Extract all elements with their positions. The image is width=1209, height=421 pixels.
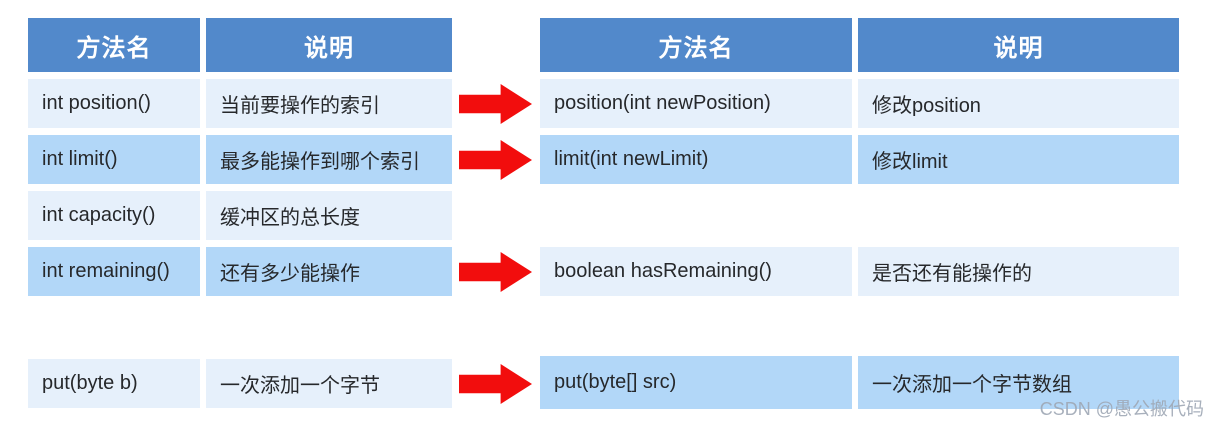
right-desc-cell-hasremaining: 是否还有能操作的: [858, 247, 1179, 296]
left-desc-cell-capacity: 缓冲区的总长度: [206, 191, 452, 240]
left-method-cell-remaining: int remaining(): [28, 247, 200, 296]
right-arrow-icon: [459, 140, 532, 180]
left-table-header-desc: 说明: [206, 18, 452, 72]
left-table-header-method: 方法名: [28, 18, 200, 72]
right-desc-cell-position: 修改position: [858, 79, 1179, 128]
left-method-cell-capacity: int capacity(): [28, 191, 200, 240]
right-method-cell-put: put(byte[] src): [540, 356, 852, 409]
csdn-watermark: CSDN @愚公搬代码: [1039, 399, 1204, 419]
left-method-cell-put: put(byte b): [28, 359, 200, 408]
right-table-header-method: 方法名: [540, 18, 852, 72]
left-desc-cell-limit: 最多能操作到哪个索引: [206, 135, 452, 184]
right-arrow-icon: [459, 364, 532, 404]
right-desc-cell-limit: 修改limit: [858, 135, 1179, 184]
left-desc-cell-position: 当前要操作的索引: [206, 79, 452, 128]
right-method-cell-position: position(int newPosition): [540, 79, 852, 128]
right-table-header-desc: 说明: [858, 18, 1179, 72]
right-method-cell-limit: limit(int newLimit): [540, 135, 852, 184]
right-arrow-icon: [459, 252, 532, 292]
right-method-cell-hasremaining: boolean hasRemaining(): [540, 247, 852, 296]
right-arrow-icon: [459, 84, 532, 124]
left-method-cell-limit: int limit(): [28, 135, 200, 184]
right-desc-cell-put: 一次添加一个字节数组: [858, 356, 1179, 409]
left-desc-cell-put: 一次添加一个字节: [206, 359, 452, 408]
left-method-cell-position: int position(): [28, 79, 200, 128]
left-desc-cell-remaining: 还有多少能操作: [206, 247, 452, 296]
